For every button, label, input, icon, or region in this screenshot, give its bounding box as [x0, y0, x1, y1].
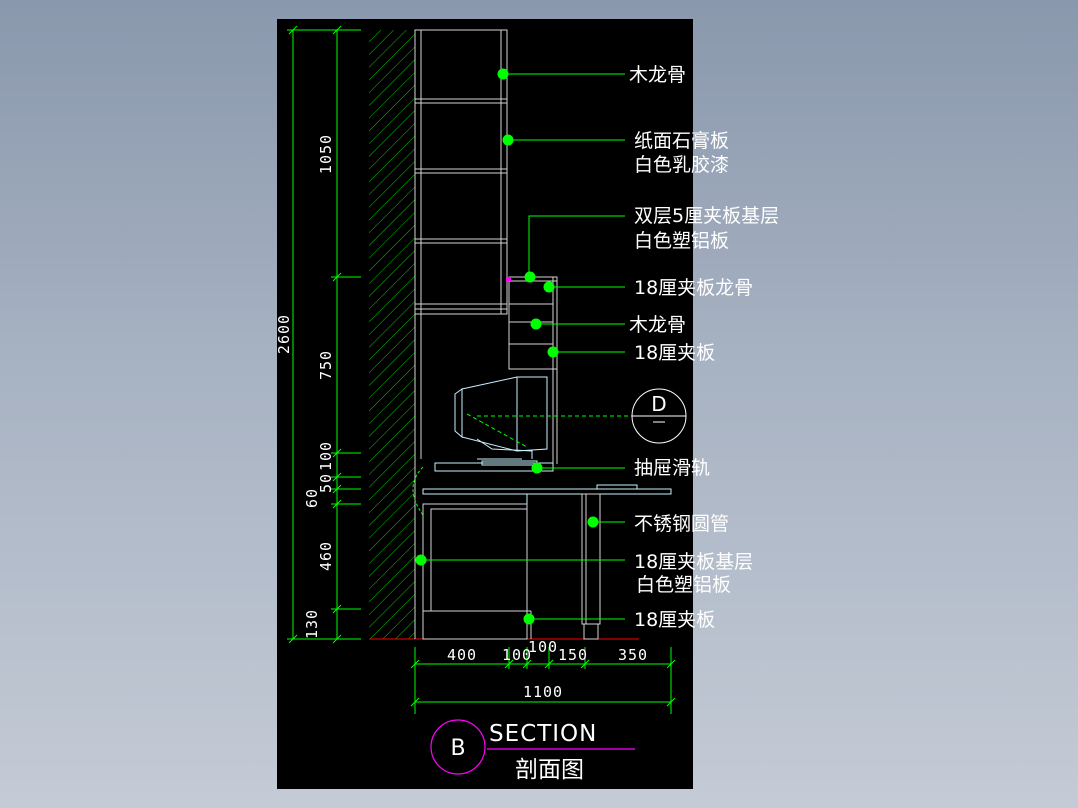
label-double-plywood-base: 双层5厘夹板基层: [634, 205, 779, 227]
label-white-aluminum-panel-2: 白色塑铝板: [636, 574, 731, 596]
leaders: [415, 68, 625, 625]
label-white-latex-paint: 白色乳胶漆: [634, 154, 729, 176]
dim-v-460: 460: [317, 541, 335, 571]
dim-h-350: 350: [618, 646, 648, 664]
middle-unit: [508, 276, 558, 464]
dim-total-width: 1100: [523, 683, 563, 701]
wall-hatch: [369, 30, 415, 639]
dim-h-100a: 100: [502, 646, 532, 664]
dim-v-100: 100: [317, 441, 335, 471]
label-18mm-plywood-mid: 18厘夹板: [634, 342, 715, 364]
label-18mm-plywood-bottom: 18厘夹板: [634, 609, 715, 631]
label-18mm-plywood-base: 18厘夹板基层: [634, 551, 753, 573]
dim-h-400: 400: [447, 646, 477, 664]
dim-h-100b: 100: [528, 638, 558, 656]
vertical-dimension-lines: [287, 25, 361, 644]
dim-v-50: 50: [317, 473, 335, 493]
section-drawing: D 2600 1050 750 100 50 60 460 130: [275, 25, 779, 783]
section-word: SECTION: [489, 721, 597, 747]
stainless-tube: [581, 493, 601, 640]
title-block: B SECTION 剖面图: [430, 719, 635, 783]
magenta-detail: [506, 277, 511, 281]
desk-top: [422, 484, 672, 504]
sight-lines: [466, 413, 637, 448]
horizontal-dimension-lines: [410, 647, 676, 714]
cad-viewport[interactable]: D 2600 1050 750 100 50 60 460 130: [275, 19, 779, 789]
label-stainless-tube: 不锈钢圆管: [634, 513, 729, 535]
drawer-swing: [412, 466, 424, 516]
dim-v-60: 60: [303, 488, 321, 508]
keyboard-tray: [434, 458, 554, 472]
section-title-cn: 剖面图: [515, 757, 584, 783]
upper-shelving: [414, 29, 508, 639]
lower-cabinet: [422, 503, 532, 640]
detail-callout-letter: D: [651, 392, 666, 416]
label-gypsum-board: 纸面石膏板: [634, 129, 729, 152]
dim-total-height: 2600: [275, 314, 293, 354]
detail-callout: D: [631, 388, 687, 444]
label-wood-keel-mid: 木龙骨: [629, 314, 686, 336]
label-wood-keel-top: 木龙骨: [629, 64, 686, 86]
crt-monitor: [454, 376, 548, 466]
label-white-aluminum-panel-1: 白色塑铝板: [634, 230, 729, 252]
label-drawer-slide: 抽屉滑轨: [634, 457, 710, 479]
dim-v-130: 130: [303, 609, 321, 639]
dim-h-150: 150: [558, 646, 588, 664]
label-18mm-plywood-keel: 18厘夹板龙骨: [634, 277, 753, 299]
dim-v-1050: 1050: [317, 134, 335, 174]
dim-v-750: 750: [317, 350, 335, 380]
section-letter: B: [450, 736, 465, 761]
